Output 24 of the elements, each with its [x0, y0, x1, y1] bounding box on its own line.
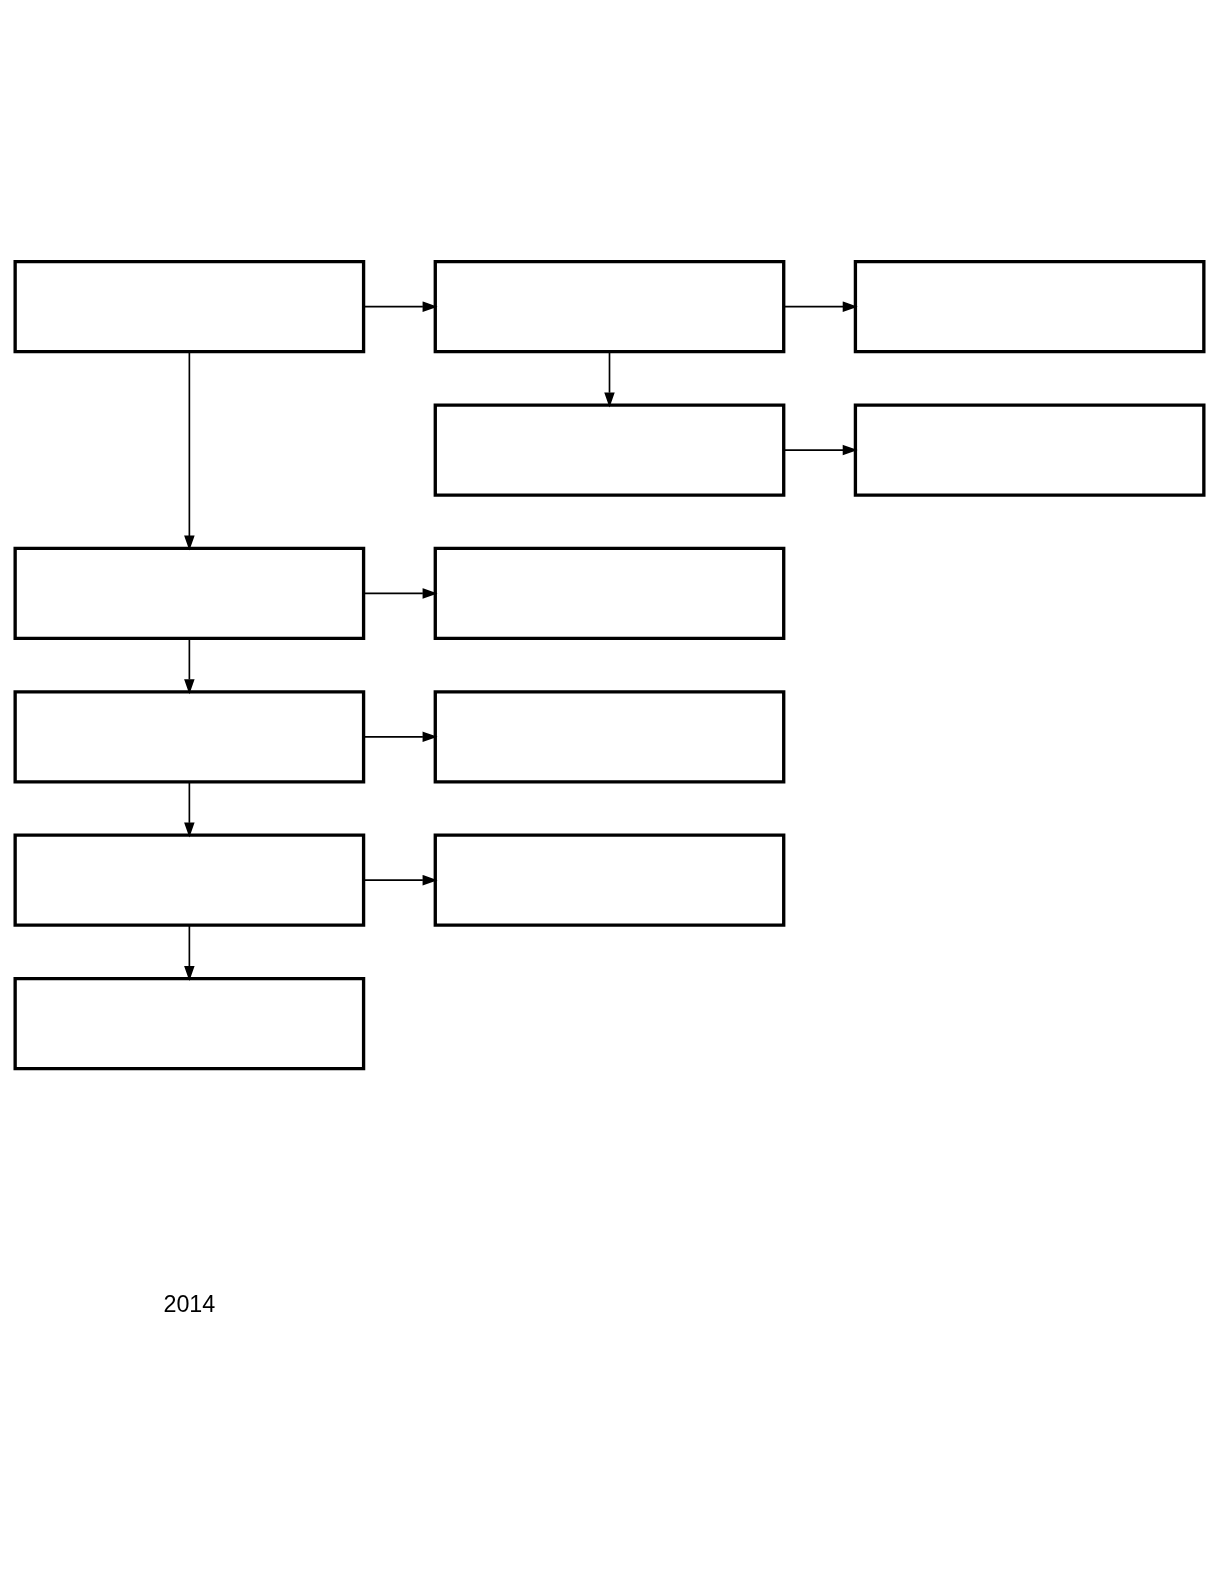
arrow: [184, 351, 195, 551]
node-box: [13, 546, 366, 641]
node-box: [13, 976, 366, 1071]
node-box: [433, 546, 786, 641]
arrow: [184, 924, 195, 981]
arrow: [184, 781, 195, 838]
node-box: [433, 833, 786, 927]
node-box: [13, 833, 366, 927]
label: 2014: [163, 1291, 216, 1318]
node-box: [433, 260, 786, 354]
arrow: [184, 637, 195, 695]
node-box: [13, 260, 366, 354]
arrow: [363, 588, 438, 599]
arrow: [783, 444, 858, 456]
arrow: [604, 351, 615, 408]
node-box: [433, 403, 786, 497]
arrow: [363, 731, 438, 743]
arrow: [783, 301, 858, 312]
node-box: [13, 690, 366, 784]
node-box: [853, 403, 1206, 497]
arrow: [363, 874, 438, 886]
node-box: [433, 690, 786, 784]
arrow: [363, 301, 438, 312]
node-box: [853, 260, 1206, 354]
